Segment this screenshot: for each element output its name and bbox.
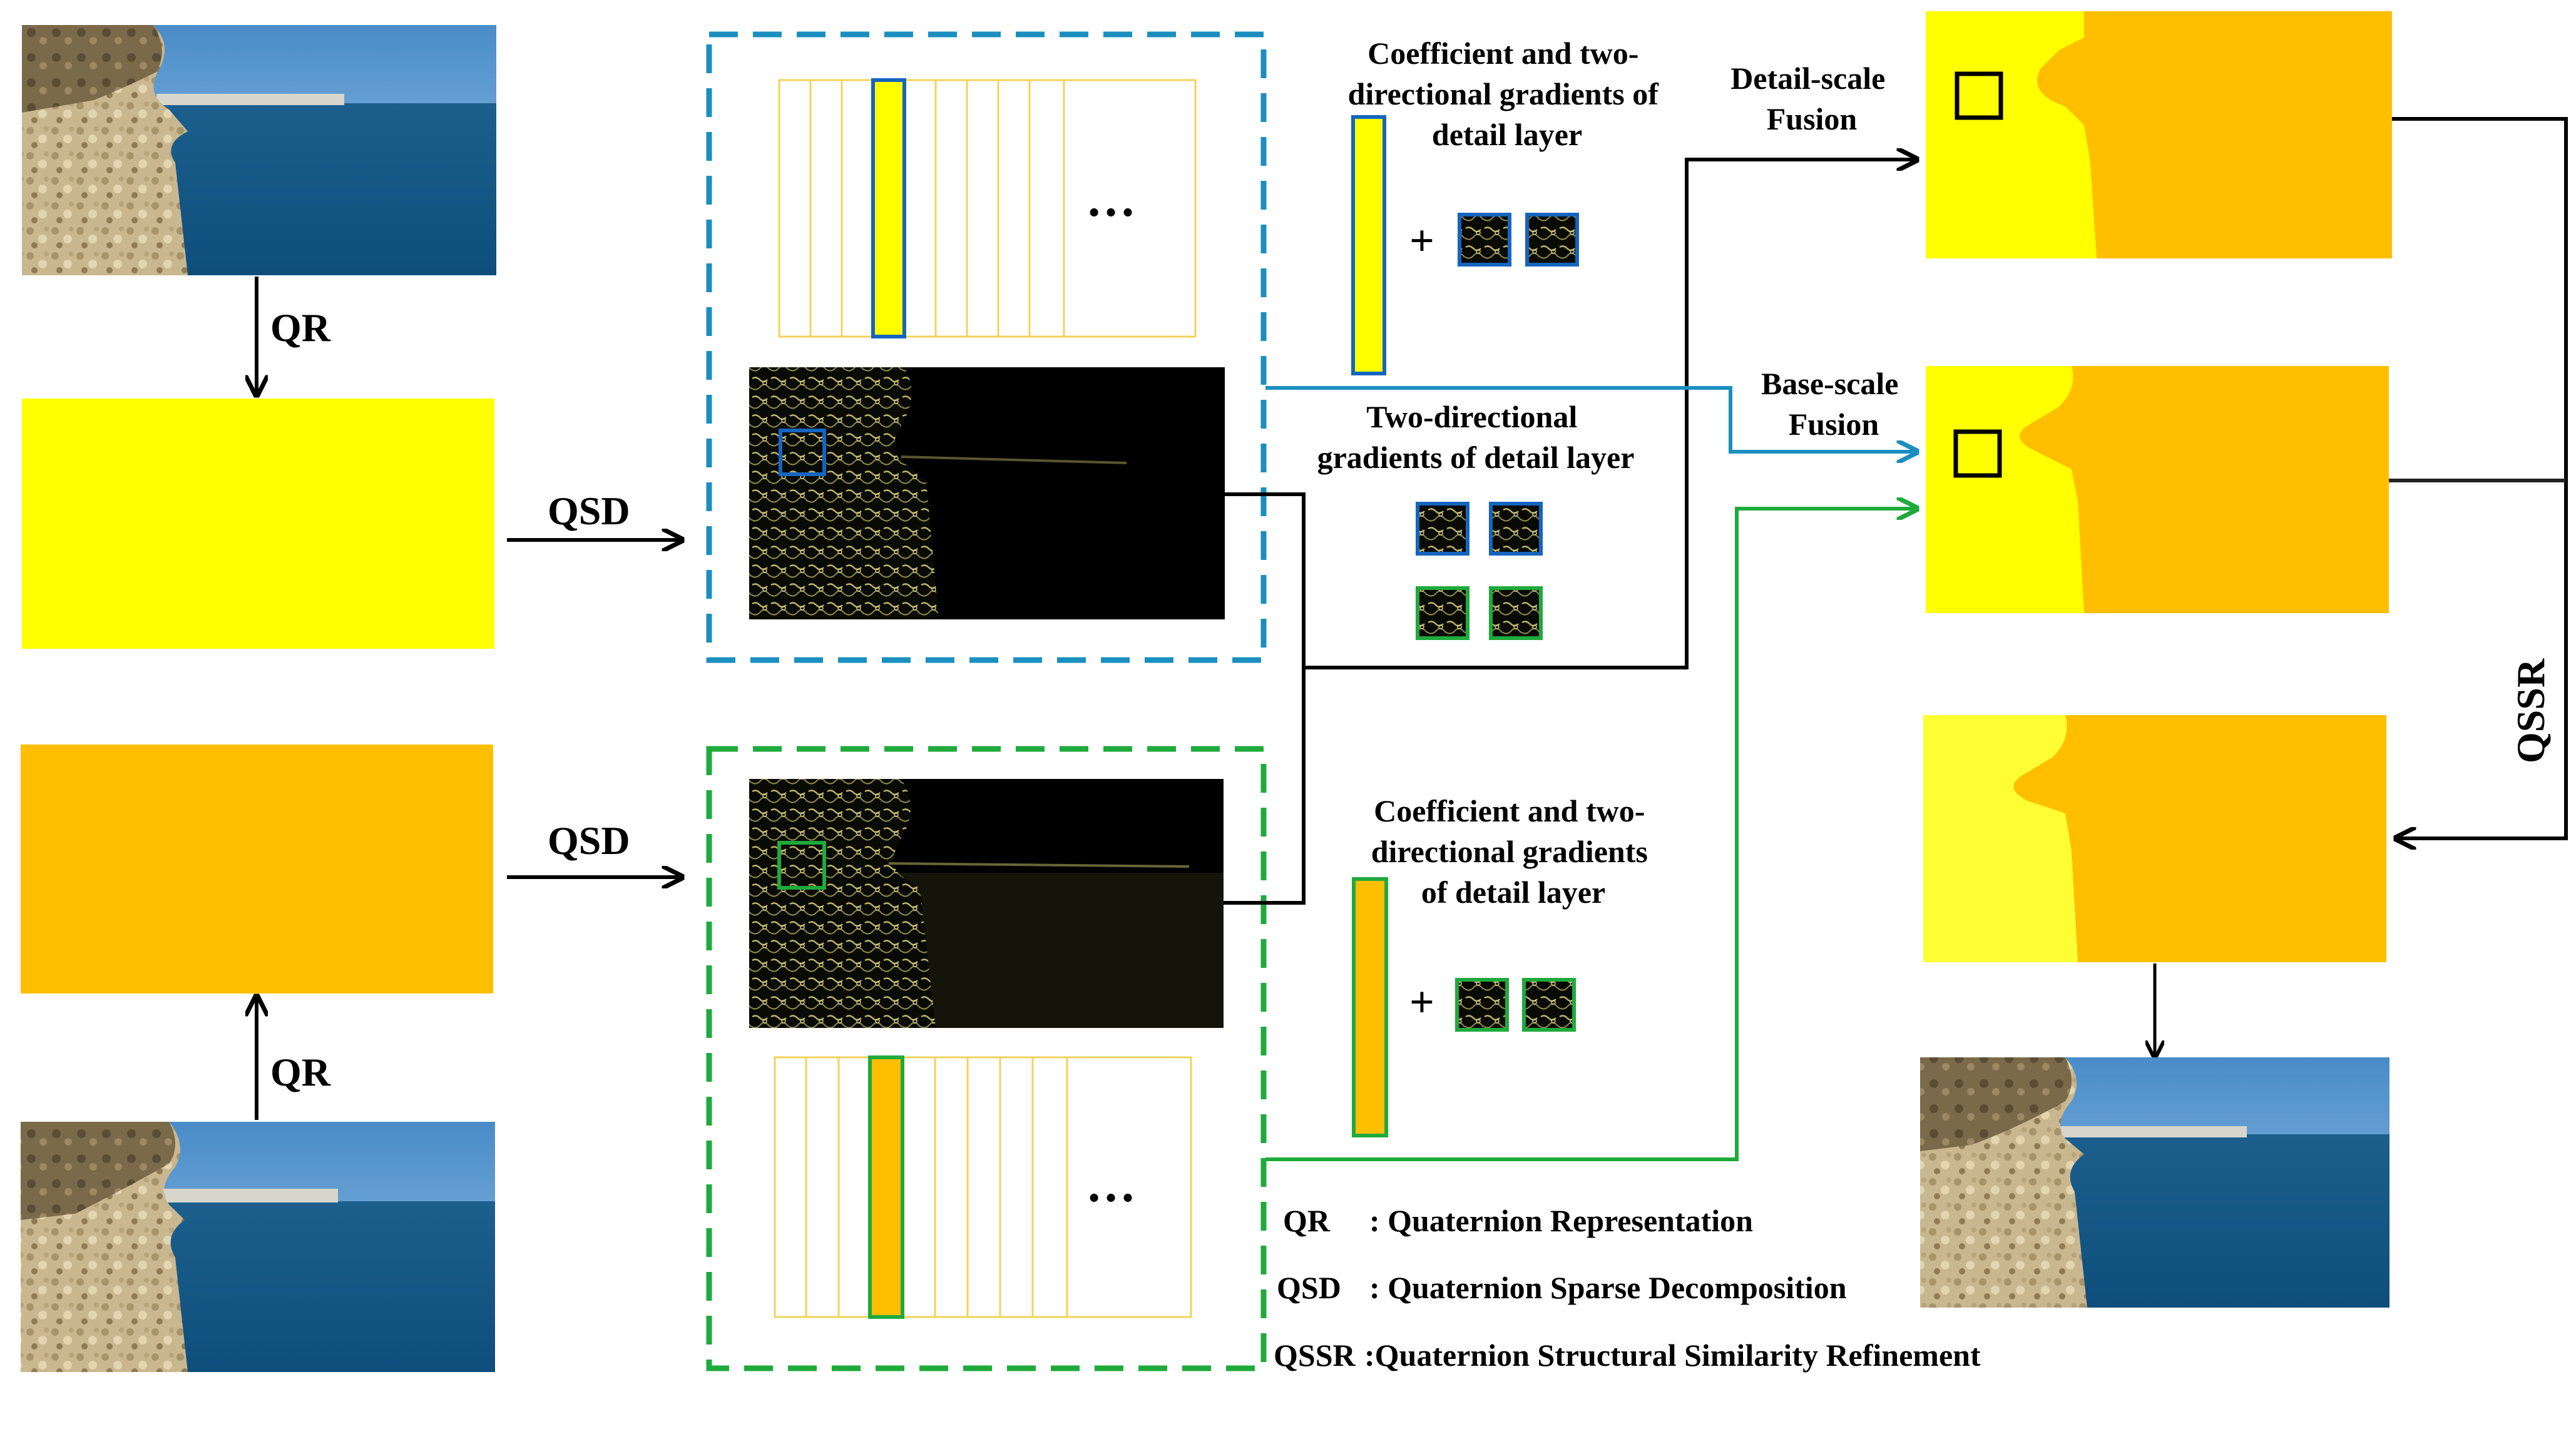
fusion-patch-base (1953, 429, 2002, 478)
coefficient-vector-bottom (1352, 877, 1388, 1137)
coeff-text-top: Coefficient and two- directional gradien… (1348, 36, 1667, 152)
fused-output-image (1920, 1057, 2389, 1308)
legend-abbr-qsd: QSD (1277, 1270, 1341, 1305)
patch-box-top (779, 429, 826, 476)
decomposition-box-top (706, 31, 1267, 663)
qr-representation-bottom (21, 745, 493, 994)
plus-bottom: + (1409, 979, 1434, 1027)
gradient-patches-bottom (1455, 978, 1576, 1032)
source-image-bottom (21, 1122, 495, 1372)
legend-text-qssr: :Quaternion Structural Similarity Refine… (1364, 1338, 1981, 1373)
detail-fusion-label: Detail-scale Fusion (1730, 61, 1893, 136)
base-fusion-map (1926, 366, 2389, 613)
dictionary-atom-top (871, 78, 906, 338)
qsd-label-bottom: QSD (548, 818, 630, 863)
connector-base-green (1265, 509, 1917, 1161)
gradient-patches-mid (1416, 502, 1543, 640)
qr-label-top: QR (270, 305, 331, 350)
patch-box-bottom (777, 841, 826, 890)
fusion-patch-detail (1955, 71, 2003, 120)
detail-layer-bottom (749, 779, 1224, 1028)
legend-abbr-qssr: QSSR (1274, 1338, 1356, 1373)
connector-detail-merge (1224, 160, 1917, 905)
qsd-label-top: QSD (548, 489, 630, 533)
grad-text-mid: Two-directional gradients of detail laye… (1317, 399, 1635, 475)
coefficient-vector-top (1351, 115, 1386, 375)
legend-text-qr: : Quaternion Representation (1369, 1203, 1753, 1238)
base-fusion-label: Base-scale Fusion (1761, 366, 1906, 442)
dictionary-atom-bottom (868, 1055, 904, 1319)
coeff-text-bottom: Coefficient and two- directional gradien… (1371, 793, 1656, 910)
ellipsis-top: … (1086, 172, 1136, 227)
legend-text-qsd: : Quaternion Sparse Decomposition (1369, 1270, 1847, 1305)
qr-label-bottom: QR (270, 1050, 331, 1094)
plus-top: + (1409, 217, 1434, 265)
detail-fusion-map (1926, 11, 2392, 258)
qr-representation-top (22, 399, 494, 649)
refined-fusion-map (1923, 715, 2386, 962)
legend: QR : Quaternion Representation QSD : Qua… (1274, 1203, 1981, 1373)
source-image-top (22, 25, 496, 275)
ellipsis-bottom: … (1086, 1157, 1136, 1213)
legend-abbr-qr: QR (1283, 1203, 1331, 1238)
connector-base-blue (1265, 386, 1917, 452)
gradient-patches-top (1458, 213, 1579, 267)
qssr-label: QSSR (2508, 658, 2553, 763)
detail-layer-top (749, 367, 1225, 619)
decomposition-box-bottom (706, 746, 1267, 1371)
